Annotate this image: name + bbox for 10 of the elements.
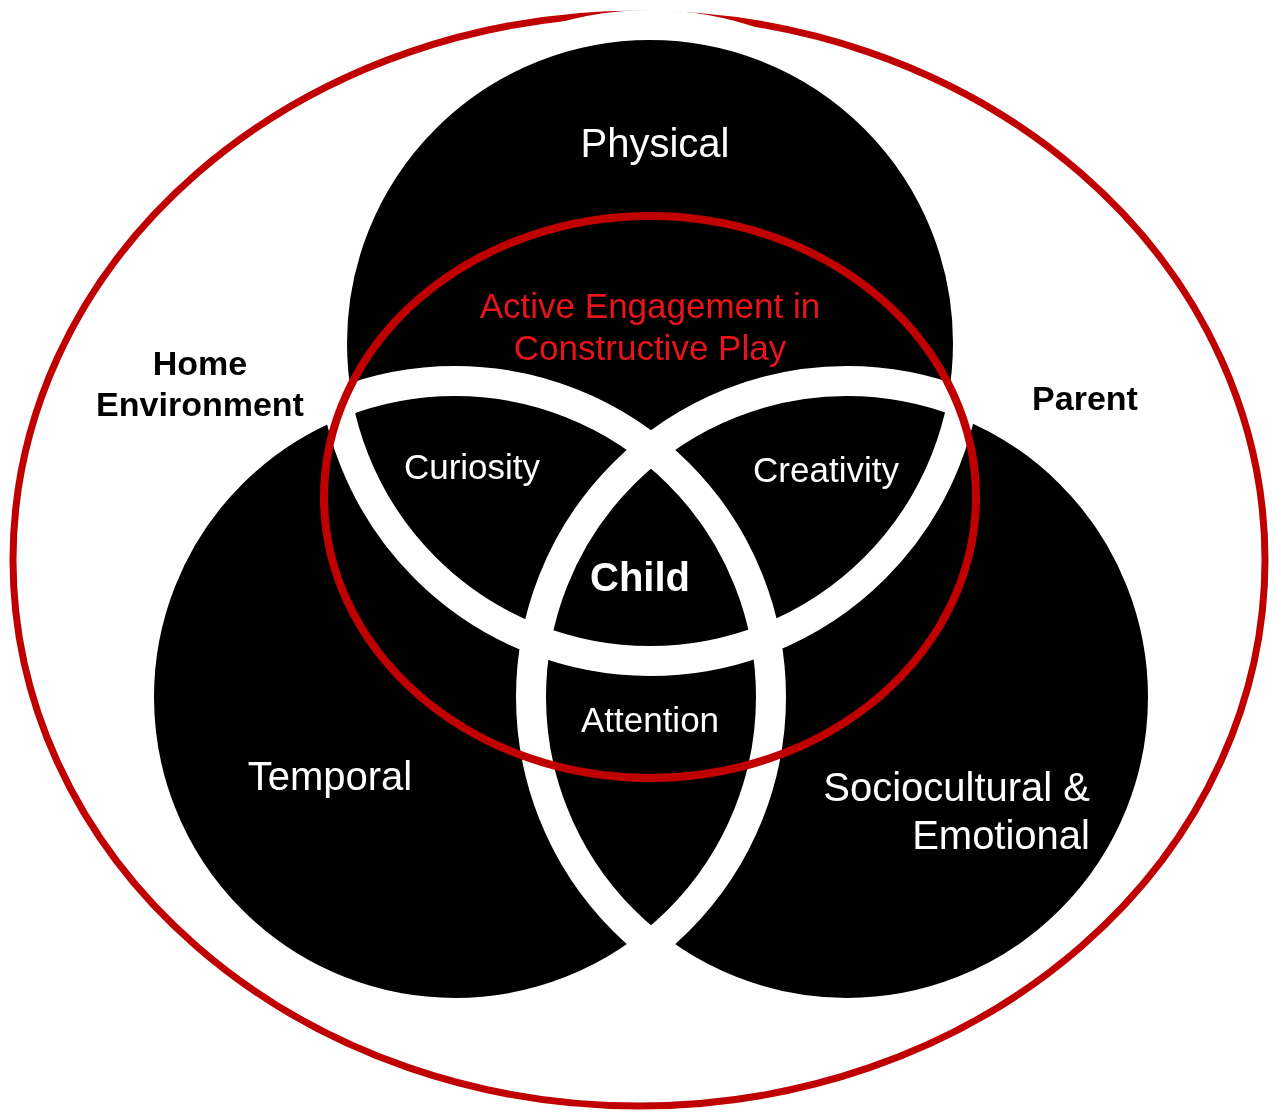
ellipse-label: Active Engagement in Constructive Play: [478, 285, 822, 369]
region-label: Parent: [1032, 377, 1138, 419]
region-label: Home Environment: [95, 343, 305, 425]
circle-label: Sociocultural & Emotional: [822, 764, 1090, 859]
overlap-label: Creativity: [753, 449, 899, 491]
center-label: Child: [590, 554, 690, 601]
overlap-label: Attention: [580, 699, 720, 741]
circle-label: Physical: [580, 120, 730, 167]
overlap-label: Curiosity: [403, 446, 541, 488]
circle-label: Temporal: [247, 753, 413, 800]
